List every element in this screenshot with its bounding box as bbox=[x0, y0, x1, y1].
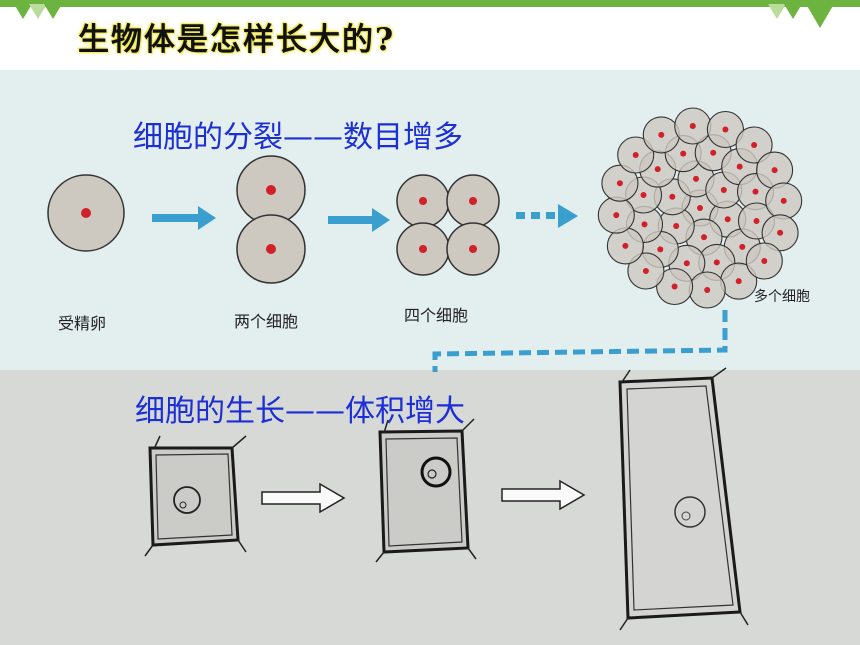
stage-label-four-cells: 四个细胞 bbox=[404, 306, 469, 325]
cluster-nucleus bbox=[613, 212, 620, 219]
corner-decoration bbox=[784, 4, 802, 19]
cluster-nucleus bbox=[752, 188, 759, 195]
four-cells bbox=[396, 174, 500, 276]
cluster-nucleus bbox=[713, 259, 720, 266]
cluster-nucleus bbox=[693, 175, 699, 182]
cluster-nucleus bbox=[680, 150, 687, 157]
corner-decoration bbox=[44, 4, 62, 19]
cluster-nucleus bbox=[777, 229, 784, 236]
cluster-nucleus bbox=[671, 283, 678, 290]
growth-cell-small bbox=[144, 435, 247, 557]
cluster-nucleus bbox=[735, 278, 742, 285]
cluster-nucleus bbox=[753, 218, 760, 224]
stage-label-many-cells: 多个细胞 bbox=[754, 289, 810, 305]
two-cells bbox=[236, 155, 306, 284]
growth-arrow-2 bbox=[501, 479, 586, 511]
cluster-nucleus bbox=[689, 123, 696, 129]
slide-title: 生物体是怎样长大的? bbox=[78, 22, 396, 58]
stage-label-zygote: 受精卵 bbox=[58, 314, 107, 333]
cluster-nucleus bbox=[622, 242, 629, 249]
corner-decoration bbox=[29, 4, 47, 19]
cluster-nucleus bbox=[761, 258, 768, 264]
cluster-nucleus bbox=[669, 193, 676, 200]
cluster-nucleus bbox=[673, 223, 680, 229]
cluster-nucleus bbox=[632, 152, 639, 158]
cluster-nucleus bbox=[616, 180, 623, 187]
cluster-nucleus bbox=[640, 192, 647, 198]
cluster-nucleus bbox=[658, 131, 665, 138]
division-arrow-1 bbox=[152, 206, 216, 230]
cluster-nucleus bbox=[739, 243, 746, 250]
cluster-nucleus bbox=[780, 197, 787, 204]
corner-decoration bbox=[14, 4, 32, 19]
cluster-nucleus bbox=[683, 260, 690, 267]
cluster-nucleus bbox=[771, 167, 778, 174]
top-accent-bar bbox=[0, 0, 860, 7]
cluster-nucleus bbox=[720, 187, 727, 193]
cluster-nucleus bbox=[654, 166, 661, 173]
cluster-nucleus bbox=[722, 126, 729, 133]
connector-dashed-line bbox=[432, 310, 728, 372]
corner-decoration bbox=[768, 4, 786, 19]
cluster-nucleus bbox=[724, 216, 731, 223]
growth-cell-medium bbox=[375, 418, 477, 563]
cluster-nucleus bbox=[751, 142, 758, 148]
cluster-nucleus bbox=[641, 221, 648, 228]
division-arrow-3 bbox=[516, 204, 578, 228]
stage-label-two-cells: 两个细胞 bbox=[234, 312, 299, 331]
cluster-nucleus bbox=[710, 149, 717, 156]
cluster-nucleus bbox=[736, 163, 743, 170]
cluster-nucleus bbox=[704, 287, 711, 293]
corner-decoration bbox=[806, 4, 834, 28]
cluster-nucleus bbox=[657, 246, 664, 253]
division-arrow-2 bbox=[328, 208, 390, 232]
cluster-nucleus bbox=[701, 234, 707, 241]
cluster-nucleus bbox=[642, 268, 649, 274]
growth-arrow-1 bbox=[261, 482, 346, 514]
growth-cell-large bbox=[618, 367, 749, 631]
cluster-nucleus bbox=[697, 205, 703, 211]
many-cells-cluster bbox=[597, 107, 803, 309]
growth-heading: 细胞的生长——体积增大 bbox=[135, 394, 465, 429]
zygote-cell bbox=[47, 174, 125, 252]
division-heading: 细胞的分裂——数目增多 bbox=[133, 120, 463, 155]
